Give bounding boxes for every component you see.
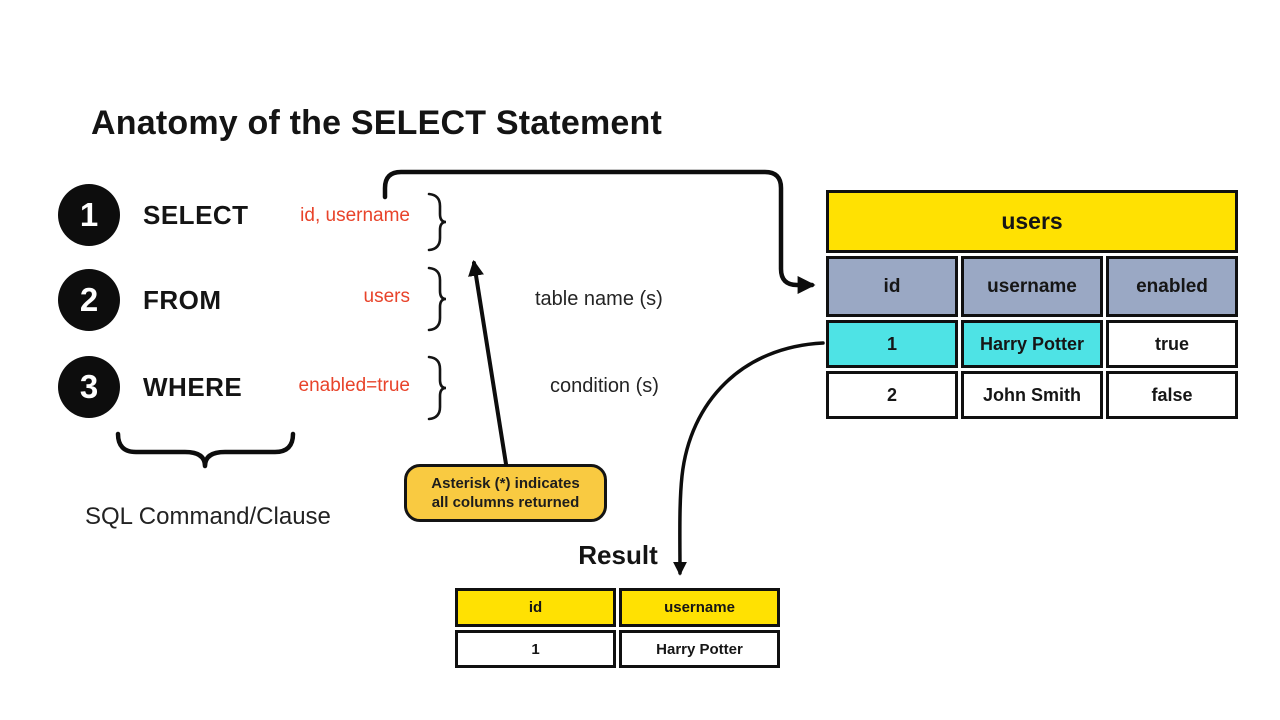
- users-row1-enabled: true: [1106, 320, 1238, 368]
- condition-annotation: condition (s): [550, 375, 659, 397]
- result-row1-username: Harry Potter: [619, 630, 780, 668]
- where-brace: [427, 355, 447, 421]
- result-column-id: id: [455, 588, 616, 627]
- users-column-enabled: enabled: [1106, 256, 1238, 317]
- keyword-from: FROM: [143, 285, 222, 315]
- result-label: Result: [578, 540, 658, 570]
- select-argument: id, username: [300, 205, 410, 226]
- step-3-badge: 3: [58, 356, 120, 418]
- users-column-id: id: [826, 256, 958, 317]
- from-brace: [427, 266, 447, 332]
- users-column-username: username: [961, 256, 1103, 317]
- step-2-badge: 2: [58, 269, 120, 331]
- users-table: users id username enabled 1 Harry Potter…: [826, 190, 1238, 419]
- users-row1-username: Harry Potter: [961, 320, 1103, 368]
- step-1-badge: 1: [58, 184, 120, 246]
- matched-row-to-result-arrow: [672, 341, 825, 576]
- table-name-annotation: table name (s): [535, 288, 663, 310]
- select-brace: [427, 192, 447, 252]
- users-row2-enabled: false: [1106, 371, 1238, 419]
- result-column-username: username: [619, 588, 780, 627]
- callout-text-line-1: Asterisk (*) indicates: [431, 475, 580, 492]
- clause-group-brace: [115, 431, 296, 469]
- keyword-select: SELECT: [143, 200, 249, 230]
- from-argument: users: [363, 286, 410, 307]
- result-row1-id: 1: [455, 630, 616, 668]
- keyword-where: WHERE: [143, 372, 243, 402]
- asterisk-note-arrow: [468, 259, 508, 466]
- select-to-table-connector-arrow: [382, 169, 816, 294]
- asterisk-note-callout: Asterisk (*) indicates all columns retur…: [404, 464, 607, 522]
- users-row2-username: John Smith: [961, 371, 1103, 419]
- users-row2-id: 2: [826, 371, 958, 419]
- users-row1-id: 1: [826, 320, 958, 368]
- users-table-title: users: [826, 190, 1238, 253]
- result-table: id username 1 Harry Potter: [455, 588, 781, 668]
- clause-group-label: SQL Command/Clause: [85, 503, 331, 530]
- where-argument: enabled=true: [298, 375, 410, 396]
- callout-text-line-2: all columns returned: [431, 494, 580, 511]
- page-title: Anatomy of the SELECT Statement: [91, 104, 663, 142]
